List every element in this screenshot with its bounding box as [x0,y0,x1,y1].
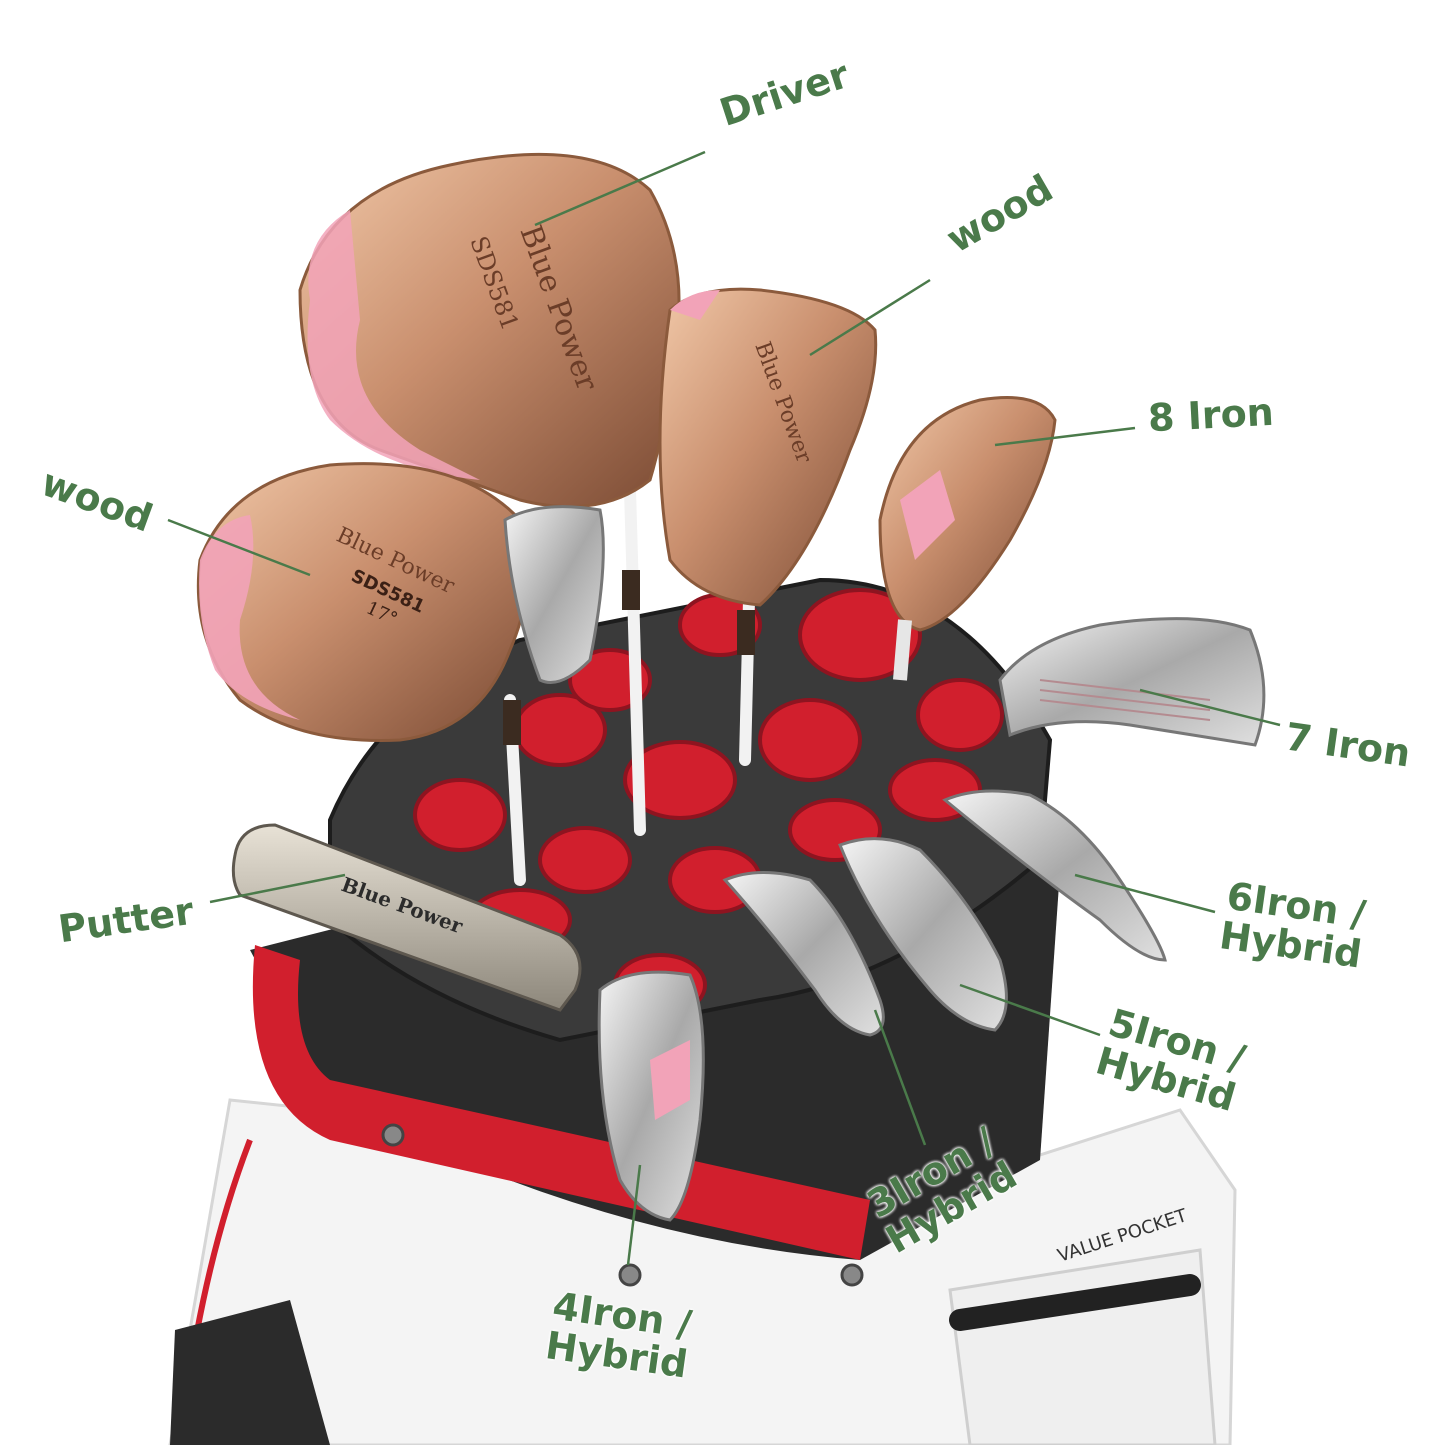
rivet [840,1263,864,1287]
iron4-head [597,970,705,1222]
rivet [618,1263,642,1287]
iron5-head [838,837,1008,1032]
iron3-leader [873,1009,927,1146]
putter-leader [209,873,346,904]
iron3-head [722,871,885,1037]
wood-upper-leader [809,278,931,357]
driver-leader [534,150,706,227]
iron5-leader [959,983,1101,1037]
iron8-head [878,396,1057,681]
iron8-leader [994,426,1136,447]
iron6-leader [1074,873,1216,914]
shaft-ferrules [503,570,755,745]
driver-head: Blue Power SDS581 [298,152,681,509]
wood-left-leader [167,518,311,577]
wood-head-upper: Blue Power [658,287,878,607]
rivet [381,1123,405,1147]
label-4-iron: 4Iron / Hybrid [542,1283,695,1387]
iron6-head [942,789,1167,962]
iron-head-back [503,505,605,684]
divider-holes [413,588,1004,1017]
iron7-leader [1139,688,1281,727]
leader-lines [167,150,1281,1266]
bag-red-handle [252,945,870,1260]
iron7-head [998,617,1266,747]
wood-head-left: Blue Power SDS581 17° [196,462,530,742]
bag-zipper [949,1274,1201,1331]
label-8-iron: 8 Iron [1146,389,1275,441]
bag-black-panel [170,1300,330,1445]
label-6-iron: 6Iron / Hybrid [1216,873,1369,977]
iron4-leader [626,1164,642,1266]
